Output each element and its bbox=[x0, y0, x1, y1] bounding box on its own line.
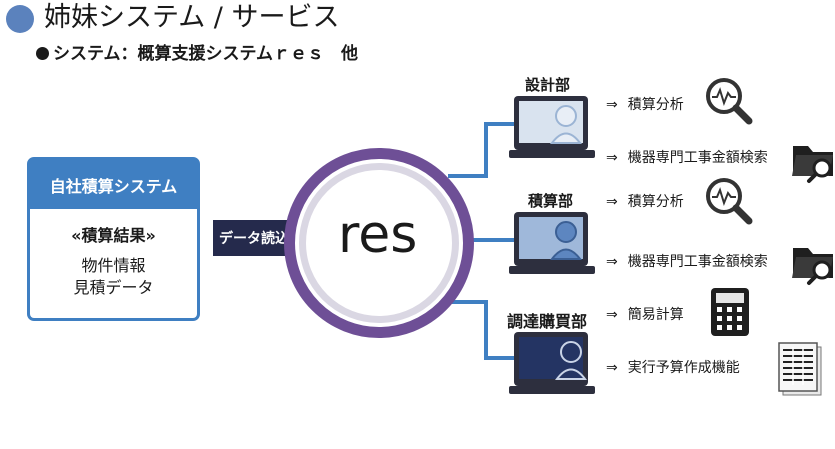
procurement-item-budget: ⇒ 実行予算作成機能 bbox=[606, 357, 740, 377]
dept-design-label: 設計部 bbox=[525, 76, 571, 94]
source-line-estimate: 見積データ bbox=[73, 278, 154, 297]
item-label: 簡易計算 bbox=[627, 307, 684, 323]
source-line-property: 物件情報 bbox=[81, 256, 146, 275]
connector-procurement bbox=[448, 300, 528, 360]
implies-arrow: ⇒ bbox=[606, 194, 618, 210]
res-inner-circle bbox=[299, 163, 459, 323]
subtitle-text: システム：概算支援システムｒｅｓ 他 bbox=[53, 44, 358, 64]
item-label: 積算分析 bbox=[627, 194, 684, 210]
implies-arrow: ⇒ bbox=[606, 360, 618, 376]
implies-arrow: ⇒ bbox=[606, 307, 618, 323]
implies-arrow: ⇒ bbox=[606, 97, 618, 113]
dept-procurement-label: 調達購買部 bbox=[507, 312, 588, 331]
page-title: 姉妹システム / サービス bbox=[44, 2, 340, 33]
source-system-header: 自社積算システム bbox=[30, 160, 197, 209]
source-line-result: «積算結果» bbox=[71, 226, 156, 245]
dept-estimate-label: 積算部 bbox=[528, 192, 574, 210]
title-bullet-icon bbox=[6, 5, 34, 33]
bullet-icon bbox=[36, 47, 49, 60]
estimate-item-analysis: ⇒ 積算分析 bbox=[606, 191, 684, 211]
design-item-analysis: ⇒ 積算分析 bbox=[606, 94, 684, 114]
item-label: 実行予算作成機能 bbox=[627, 360, 740, 376]
procurement-item-calc: ⇒ 簡易計算 bbox=[606, 304, 684, 324]
subtitle: システム：概算支援システムｒｅｓ 他 bbox=[36, 39, 358, 64]
design-item-search: ⇒ 機器専門工事金額検索 bbox=[606, 147, 768, 167]
source-system-box: 自社積算システム «積算結果» 物件情報 見積データ bbox=[27, 157, 200, 321]
item-label: 積算分析 bbox=[627, 97, 684, 113]
estimate-item-search: ⇒ 機器専門工事金額検索 bbox=[606, 251, 768, 271]
item-label: 機器専門工事金額検索 bbox=[627, 254, 768, 270]
item-label: 機器専門工事金額検索 bbox=[627, 150, 768, 166]
implies-arrow: ⇒ bbox=[606, 150, 618, 166]
connector-design bbox=[448, 122, 528, 178]
res-label: res bbox=[338, 205, 418, 265]
implies-arrow: ⇒ bbox=[606, 254, 618, 270]
